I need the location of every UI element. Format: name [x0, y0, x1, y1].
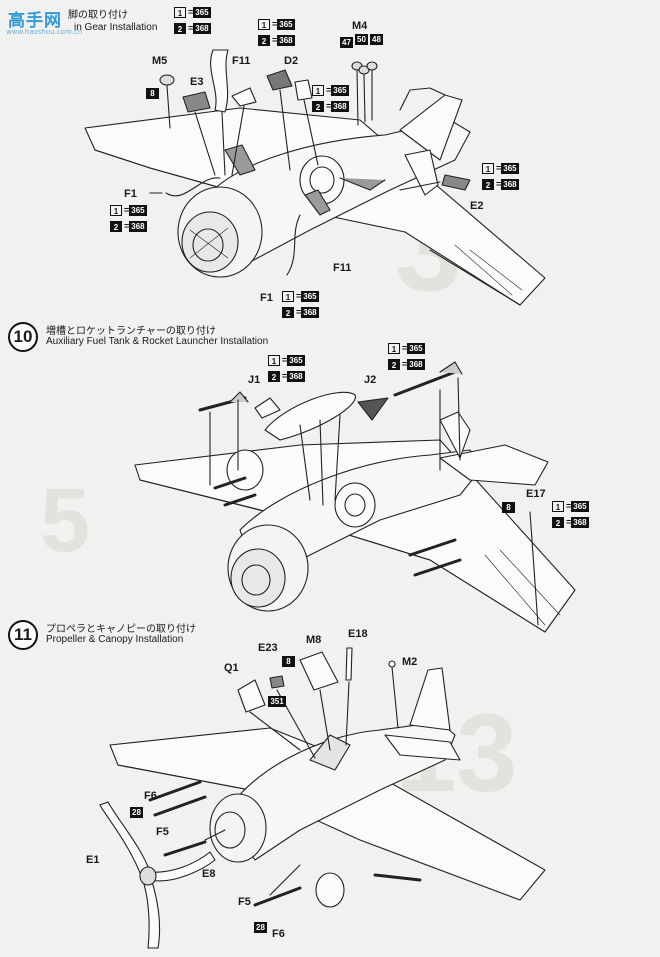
- color-code-1: 1=365: [312, 84, 349, 96]
- color-code-2: 2=368: [258, 34, 295, 46]
- paint-badge: 8: [146, 88, 159, 99]
- part-label-E23: E23: [258, 642, 278, 654]
- part-label-F1: F1: [124, 188, 137, 200]
- part-label-M8: M8: [306, 634, 322, 646]
- site-watermark: 高手网 www.haoshou.com.cn: [6, 6, 82, 40]
- part-label-E2: E2: [470, 200, 484, 212]
- color-code-2: 2=368: [110, 220, 147, 232]
- part-label-E18: E18: [348, 628, 368, 640]
- part-label-M5: M5: [152, 55, 168, 67]
- part-label-J1: J1: [248, 374, 261, 386]
- part-label-F11: F11: [232, 55, 251, 67]
- part-label-Q1: Q1: [224, 662, 239, 674]
- step10-header: 10 増槽とロケットランチャーの取り付け Auxiliary Fuel Tank…: [8, 322, 328, 358]
- step11-aircraft-drawing: [99, 647, 546, 949]
- color-code-1: 1=365: [258, 18, 295, 30]
- step11-number: 11: [8, 620, 38, 650]
- color-code-2: 2=368: [482, 178, 519, 190]
- paint-badge: 50: [355, 34, 368, 45]
- color-code-2: 2=368: [282, 306, 319, 318]
- part-label-E17: E17: [526, 488, 546, 500]
- part-label-J2: J2: [364, 374, 377, 386]
- color-code-1: 1=365: [388, 342, 425, 354]
- part-label-E1: E1: [86, 854, 100, 866]
- color-code-2: 2=368: [312, 100, 349, 112]
- step11-title-jp: プロペラとキャノピーの取り付け: [46, 624, 196, 635]
- color-code-2: 2=368: [388, 358, 425, 370]
- part-label-D2: D2: [284, 55, 299, 67]
- step10-number: 10: [8, 322, 38, 352]
- part-label-F6: F6: [144, 790, 157, 802]
- color-code-2: 2=368: [552, 516, 589, 528]
- color-code-1: 1=365: [482, 162, 519, 174]
- part-label-M4: M4: [352, 20, 368, 32]
- part-label-F1: F1: [260, 292, 273, 304]
- part-label-F5: F5: [238, 896, 251, 908]
- part-label-F5: F5: [156, 826, 169, 838]
- part-label-F6: F6: [272, 928, 285, 940]
- color-code-1: 1=365: [552, 500, 589, 512]
- step11-header: 11 プロペラとキャノピーの取り付け Propeller & Canopy In…: [8, 620, 328, 656]
- part-label-M2: M2: [402, 656, 418, 668]
- paint-badge: 48: [370, 34, 383, 45]
- paint-badge: 8: [502, 502, 515, 513]
- part-label-F11: F11: [333, 262, 352, 274]
- part-label-E3: E3: [190, 76, 204, 88]
- step9-title-jp: 脚の取り付け: [68, 10, 128, 21]
- paint-badge: 8: [282, 656, 295, 667]
- color-code-1: 1=365: [282, 290, 319, 302]
- color-code-2: 2=368: [268, 370, 305, 382]
- paint-badge: 351: [268, 696, 286, 707]
- paint-badge: 28: [130, 807, 143, 818]
- watermark-url: www.haoshou.com.cn: [6, 28, 83, 36]
- color-code-2: 2=368: [174, 22, 211, 34]
- paint-badge: 28: [254, 922, 267, 933]
- color-code-1: 1=365: [110, 204, 147, 216]
- color-code-1: 1=365: [174, 6, 211, 18]
- watermark-logo-text: 高手网: [8, 11, 62, 31]
- part-label-E8: E8: [202, 868, 216, 880]
- background-number: 5: [40, 471, 91, 571]
- paint-badge: 47: [340, 37, 353, 48]
- step9-aircraft-drawing: [84, 49, 546, 306]
- color-code-1: 1=365: [268, 354, 305, 366]
- step10-aircraft-drawing: [134, 361, 576, 633]
- step10-title-jp: 増槽とロケットランチャーの取り付け: [46, 326, 216, 337]
- step11-title-en: Propeller & Canopy Installation: [46, 634, 184, 645]
- step9-title-en: in Gear Installation: [74, 22, 158, 33]
- step10-title-en: Auxiliary Fuel Tank & Rocket Launcher In…: [46, 336, 269, 347]
